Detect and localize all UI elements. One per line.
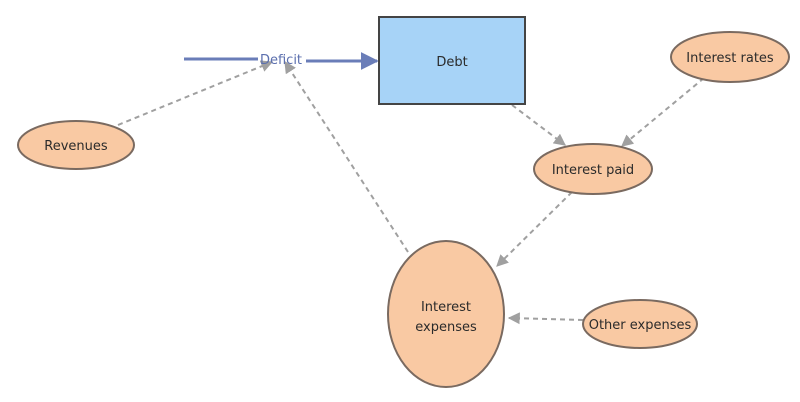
- link-interest-paid-to-interest-expenses: [496, 191, 573, 267]
- revenues-label: Revenues: [44, 139, 108, 154]
- interest-paid-node[interactable]: [533, 143, 653, 195]
- interest-rates-node[interactable]: [670, 31, 790, 83]
- link-interest-rates-to-interest-paid: [621, 77, 705, 147]
- other-expenses-label: Other expenses: [589, 318, 692, 333]
- debt-label: Debt: [436, 55, 467, 70]
- deficit-label[interactable]: Deficit: [260, 53, 302, 68]
- interest-rates-label: Interest rates: [686, 51, 774, 66]
- interest-expenses-node[interactable]: [387, 240, 505, 388]
- link-debt-to-interest-paid: [511, 104, 566, 146]
- debt-stock[interactable]: [378, 16, 526, 105]
- interest-expenses-label-line1: Interest: [421, 300, 471, 315]
- link-revenues-to-deficit: [117, 60, 274, 126]
- link-interest-expenses-to-deficit: [284, 60, 409, 253]
- other-expenses-node[interactable]: [582, 299, 698, 349]
- interest-paid-label: Interest paid: [552, 163, 634, 178]
- link-other-expenses-to-interest-expenses: [507, 312, 584, 325]
- revenues-node[interactable]: [17, 120, 135, 170]
- interest-expenses-label-line2: expenses: [415, 320, 477, 335]
